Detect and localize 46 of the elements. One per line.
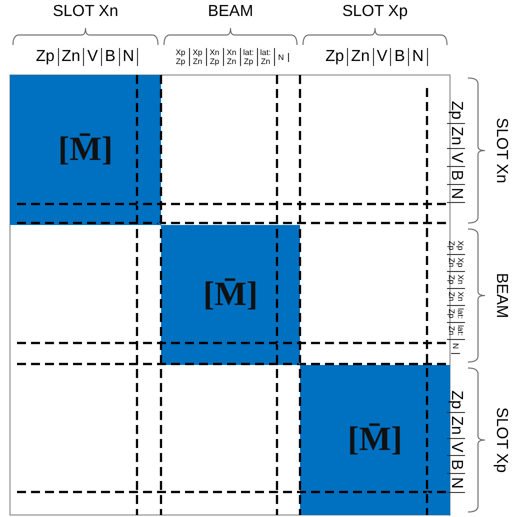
column-label: V	[84, 48, 102, 66]
column-label: V	[374, 48, 392, 66]
column-label: Zp	[322, 48, 348, 66]
row-label: Xn Zp	[447, 272, 465, 288]
row-label: B	[447, 456, 465, 474]
matrix-block	[161, 225, 300, 365]
matrix-symbol: [M̄]	[348, 421, 402, 459]
column-label: lat: Zn	[258, 48, 274, 66]
group-heading: SLOT Xn	[52, 3, 120, 21]
group-heading: BEAM	[492, 272, 510, 320]
column-label: lat: Zp	[240, 48, 258, 66]
row-label: V	[447, 438, 465, 456]
column-label: Xp Zp	[172, 48, 190, 66]
row-label: Xp Zp	[447, 238, 465, 254]
row-label: Xn Zn	[447, 288, 465, 306]
row-label: Xp Zn	[447, 254, 465, 272]
group-heading: SLOT Xp	[492, 406, 510, 475]
group-heading: BEAM	[206, 3, 254, 21]
column-label: Zn	[348, 48, 374, 66]
row-label: V	[447, 149, 465, 167]
matrix-block	[10, 75, 161, 225]
row-label: N	[447, 184, 465, 204]
row-label: Zp	[447, 387, 465, 414]
matrix-block	[300, 365, 450, 515]
column-label: B	[102, 48, 120, 66]
row-label: lat: Zp	[447, 306, 465, 322]
row-label: N	[452, 340, 460, 354]
row-label: Zn	[447, 124, 465, 150]
group-heading: SLOT Xn	[492, 116, 510, 186]
group-heading: SLOT Xp	[341, 3, 409, 21]
column-label: Zn	[58, 48, 84, 66]
column-label: Xn Zn	[224, 48, 240, 66]
column-label: B	[391, 48, 410, 66]
column-label: Xp Zn	[190, 48, 206, 66]
row-label: Zn	[447, 413, 465, 439]
row-label: lat: Zn	[447, 322, 465, 340]
matrix-symbol: [M̄]	[58, 131, 113, 169]
column-label: N	[274, 52, 288, 62]
row-label: B	[447, 166, 465, 185]
column-label: Xn Zp	[206, 48, 224, 66]
row-label: N	[447, 474, 465, 493]
column-label: N	[120, 48, 138, 66]
matrix-symbol: [M̄]	[203, 276, 258, 314]
column-label: N	[409, 48, 428, 66]
column-label: Zp	[32, 48, 59, 66]
row-label: Zp	[447, 98, 465, 124]
